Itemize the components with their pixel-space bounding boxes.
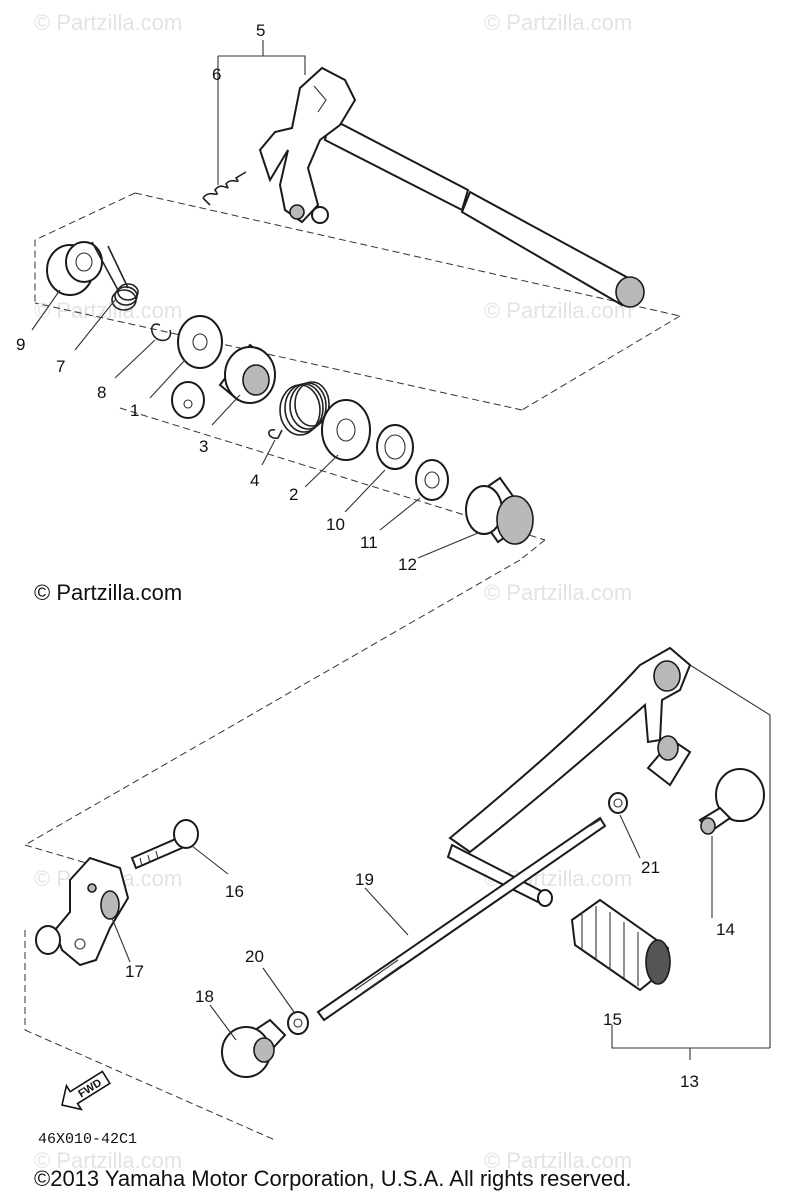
torsion-spring-6	[202, 171, 247, 206]
callout-14: 14	[716, 920, 735, 939]
shift-arm-3	[171, 343, 276, 419]
callout-3: 3	[199, 437, 208, 456]
callout-20: 20	[245, 947, 264, 966]
watermark-strong: © Partzilla.com	[34, 580, 182, 605]
washer-1	[177, 315, 223, 369]
nut-20	[287, 1011, 309, 1035]
fwd-arrow-icon: FWD	[61, 1070, 111, 1111]
callout-17: 17	[125, 962, 144, 981]
clip-4	[268, 429, 283, 439]
callout-16: 16	[225, 882, 244, 901]
watermark: © Partzilla.com	[484, 1148, 632, 1173]
callout-5: 5	[256, 21, 265, 40]
copyright-notice: ©2013 Yamaha Motor Corporation, U.S.A. A…	[34, 1166, 632, 1191]
circlip-8	[150, 323, 172, 342]
watermark: © Partzilla.com	[34, 1148, 182, 1173]
collar-9	[46, 241, 103, 296]
bolt-16	[130, 819, 199, 870]
callout-10: 10	[326, 515, 345, 534]
callout-9: 9	[16, 335, 25, 354]
callout-8: 8	[97, 383, 106, 402]
nut-21	[608, 792, 628, 814]
rod-end-18	[221, 1018, 287, 1078]
callout-21: 21	[641, 858, 660, 877]
watermark: © Partzilla.com	[484, 298, 632, 323]
callout-6: 6	[212, 65, 221, 84]
bushing-10	[376, 424, 414, 470]
shift-arm-17	[35, 856, 130, 967]
callout-19: 19	[355, 870, 374, 889]
callout-numbers: 5 6 9 7 8 1 3 4 2 10 11 12 16 17 18 20 1…	[16, 21, 735, 1091]
callout-12: 12	[398, 555, 417, 574]
watermark: © Partzilla.com	[34, 10, 182, 35]
shift-pedal-14	[446, 646, 692, 907]
sleeve-12	[465, 476, 534, 545]
shift-shaft	[258, 66, 645, 308]
diagram-code: 46X010-42C1	[38, 1131, 137, 1148]
rod-end-upper	[646, 735, 765, 835]
watermark: © Partzilla.com	[484, 10, 632, 35]
callout-1: 1	[130, 401, 139, 420]
assembly-brackets	[217, 40, 771, 1060]
callout-15: 15	[603, 1010, 622, 1029]
callout-2: 2	[289, 485, 298, 504]
callout-7: 7	[56, 357, 65, 376]
spring-7	[91, 241, 139, 311]
callout-11: 11	[360, 533, 378, 552]
return-spring	[279, 381, 330, 436]
callout-4: 4	[250, 471, 259, 490]
callout-13: 13	[680, 1072, 699, 1091]
washer-11	[415, 459, 449, 501]
upper-assembly-outline	[34, 192, 681, 561]
watermark-group: © Partzilla.com © Partzilla.com © Partzi…	[34, 10, 632, 1173]
callout-18: 18	[195, 987, 214, 1006]
leader-lines	[31, 289, 713, 1041]
shift-rod-19	[316, 816, 607, 1022]
pedal-rubber-15	[570, 898, 671, 992]
washer-2	[321, 399, 371, 461]
lower-assembly-outline	[24, 559, 521, 1141]
watermark: © Partzilla.com	[484, 580, 632, 605]
